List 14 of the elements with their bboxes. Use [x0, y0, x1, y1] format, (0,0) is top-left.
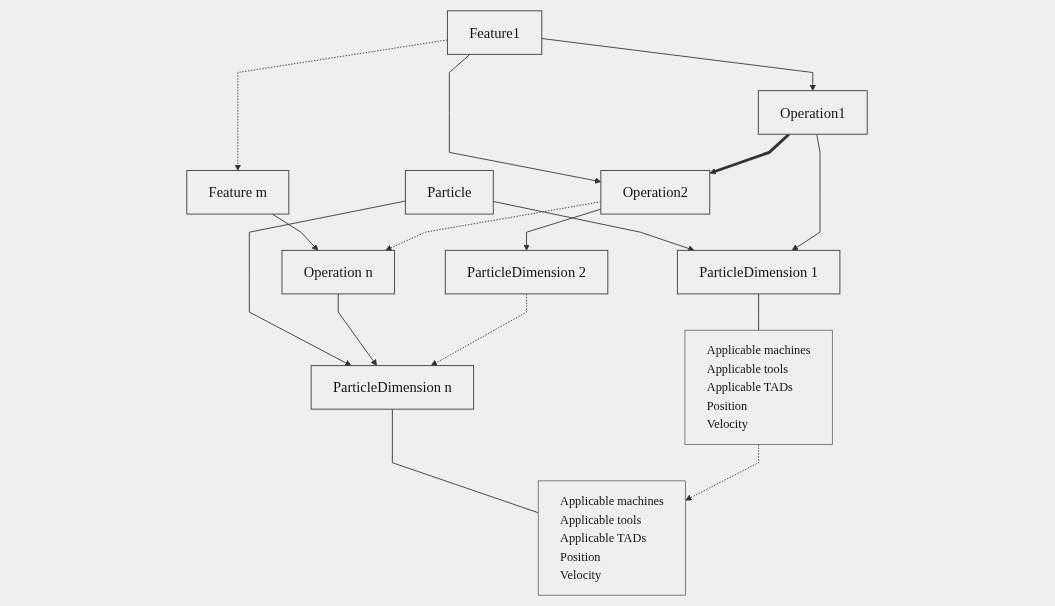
node-box: Applicable machines Applicable tools Applicable TADs Position Velocity [685, 329, 834, 445]
node-box: Feature1 [447, 10, 543, 55]
node-box: ParticleDimension 2 [445, 249, 609, 295]
node-box: Operation n [282, 249, 396, 295]
node-box: ParticleDimension n [311, 365, 475, 410]
arrow [709, 133, 791, 175]
node-box: Operation1 [758, 90, 869, 135]
node-box: ParticleDimension 1 [677, 249, 841, 295]
connector [758, 293, 760, 331]
node-box: Operation2 [600, 170, 711, 215]
node-box: Applicable machines Applicable tools Applicable TADs Position Velocity [538, 480, 687, 596]
connector [392, 408, 540, 514]
node-box: Feature m [186, 170, 290, 215]
node-box: Particle [405, 170, 495, 215]
